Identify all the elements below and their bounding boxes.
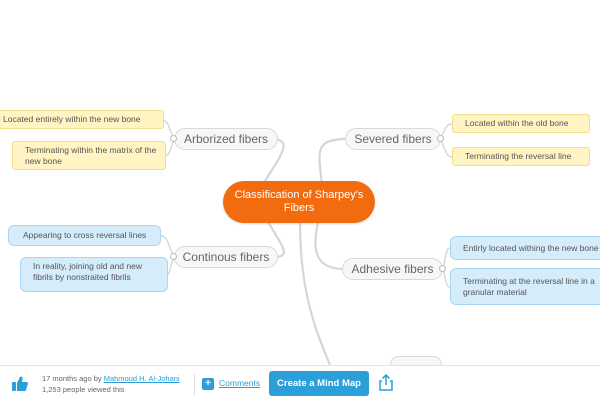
view-count: 1,253 people viewed this	[42, 385, 125, 394]
leaf-adhesive-2[interactable]: Terminating at the reversal line in a gr…	[450, 268, 600, 305]
leaf-label: Located entirely within the new bone	[3, 114, 141, 124]
author-link[interactable]: Mahmoud H. Al-Johani	[103, 374, 180, 383]
topic-continous-label: Continous fibers	[182, 250, 270, 264]
footer-bar: 17 months ago by Mahmoud H. Al-Johani 1,…	[0, 365, 600, 403]
leaf-arborized-1[interactable]: Located entirely within the new bone	[0, 110, 164, 129]
leaf-label: Terminating the reversal line	[465, 151, 572, 161]
central-topic[interactable]: Classification of Sharpey's Fibers	[223, 181, 375, 223]
connector-arborized	[262, 137, 285, 185]
plus-icon[interactable]: +	[202, 378, 214, 390]
leaf-label: Terminating at the reversal line in a gr…	[463, 276, 595, 297]
connector-bottom	[298, 222, 332, 365]
leaf-arborized-2[interactable]: Terminating within the matrix of the new…	[12, 141, 166, 170]
thumbs-up-icon[interactable]	[10, 374, 30, 394]
leaf-label: Located within the old bone	[465, 118, 569, 128]
create-mind-map-button[interactable]: Create a Mind Map	[269, 371, 369, 396]
topic-severed-label: Severed fibers	[354, 132, 432, 146]
collapse-toggle-adhesive[interactable]	[439, 265, 446, 272]
leaf-label: Appearing to cross reversal lines	[23, 230, 147, 240]
connector-adhesive	[314, 221, 343, 271]
meta-time: 17 months ago by	[42, 374, 102, 383]
collapse-toggle-severed[interactable]	[437, 135, 444, 142]
footer-divider	[194, 374, 195, 396]
collapse-toggle-arborized[interactable]	[170, 135, 177, 142]
collapse-toggle-continous[interactable]	[170, 253, 177, 260]
topic-continous-fibers[interactable]: Continous fibers	[174, 246, 278, 268]
connector-adhesive-leaf-2	[442, 268, 451, 288]
leaf-adhesive-1[interactable]: Entirly located withing the new bone	[450, 236, 600, 260]
leaf-severed-2[interactable]: Terminating the reversal line	[452, 147, 590, 166]
map-meta: 17 months ago by Mahmoud H. Al-Johani 1,…	[42, 373, 180, 395]
leaf-continous-2[interactable]: In reality, joining old and new fibrils …	[20, 257, 168, 292]
comments-link[interactable]: Comments	[219, 378, 261, 388]
topic-partial-bottom[interactable]	[390, 356, 442, 365]
connector-continous	[267, 221, 285, 259]
connector-severed	[318, 137, 346, 186]
topic-adhesive-fibers[interactable]: Adhesive fibers	[342, 258, 443, 280]
mind-map-canvas[interactable]: Classification of Sharpey's Fibers Arbor…	[0, 0, 600, 365]
central-topic-label: Classification of Sharpey's Fibers	[234, 189, 364, 214]
leaf-continous-1[interactable]: Appearing to cross reversal lines	[8, 225, 161, 246]
leaf-label: Terminating within the matrix of the new…	[25, 145, 157, 166]
topic-arborized-label: Arborized fibers	[183, 132, 269, 146]
leaf-label: Entirly located withing the new bone	[463, 243, 599, 253]
topic-arborized-fibers[interactable]: Arborized fibers	[174, 128, 278, 150]
share-icon[interactable]	[378, 373, 394, 392]
topic-adhesive-label: Adhesive fibers	[351, 262, 434, 276]
leaf-label: In reality, joining old and new fibrils …	[33, 261, 142, 282]
topic-severed-fibers[interactable]: Severed fibers	[345, 128, 441, 150]
leaf-severed-1[interactable]: Located within the old bone	[452, 114, 590, 133]
